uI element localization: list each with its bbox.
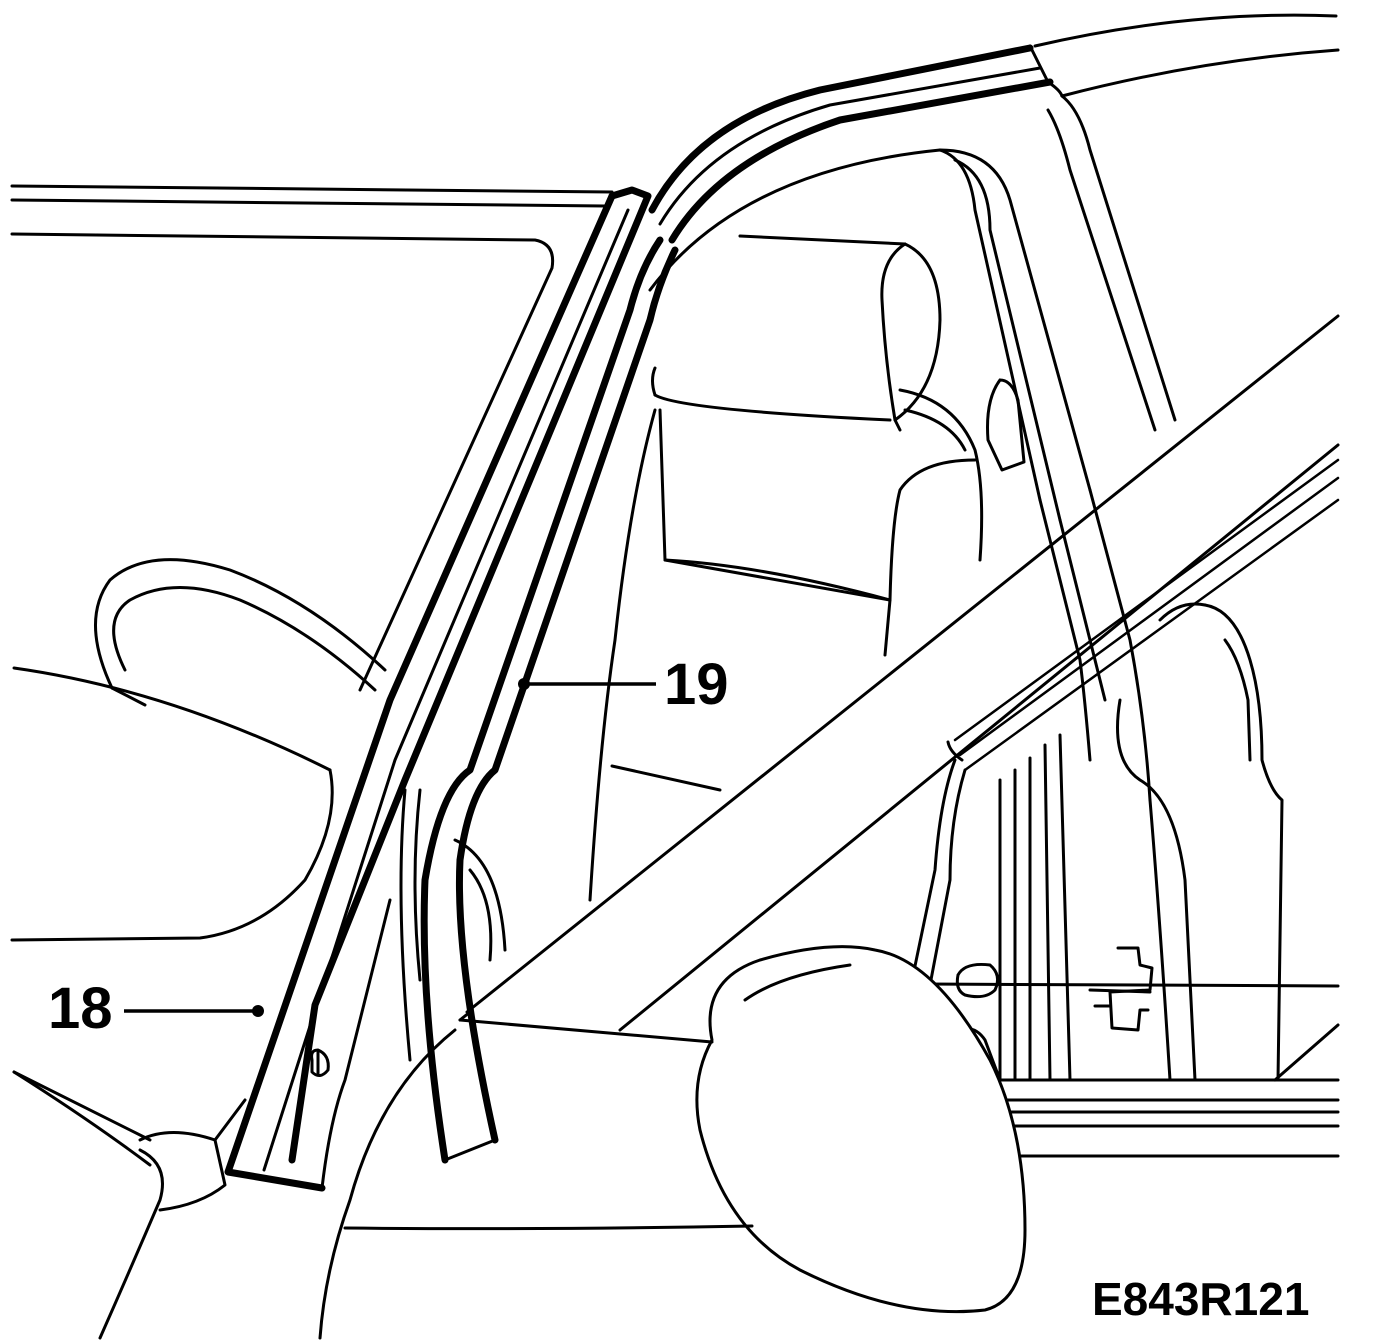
callout-18: 18 [48, 976, 113, 1041]
door-upper-frame [465, 314, 1340, 1032]
rubber-seal-strip-19 [399, 236, 679, 1164]
roof-line [648, 13, 1340, 244]
windshield-frame [10, 184, 614, 942]
a-pillar-strip-18 [224, 186, 652, 1192]
leader-18-point [252, 1005, 264, 1017]
leader-19-point [518, 678, 530, 690]
door-handle [1088, 946, 1154, 1032]
leader-lines [124, 678, 656, 1017]
steering-wheel [94, 558, 387, 707]
door-body [908, 698, 1340, 1158]
callout-19: 19 [664, 652, 729, 717]
b-pillar [1038, 488, 1284, 1082]
figure-id: E843R121 [1092, 1273, 1310, 1325]
dashboard [12, 1070, 247, 1340]
side-mirror [695, 945, 1027, 1314]
mirror-mount [318, 1010, 754, 1340]
door-frame [648, 94, 1177, 522]
front-seat [588, 234, 1026, 902]
